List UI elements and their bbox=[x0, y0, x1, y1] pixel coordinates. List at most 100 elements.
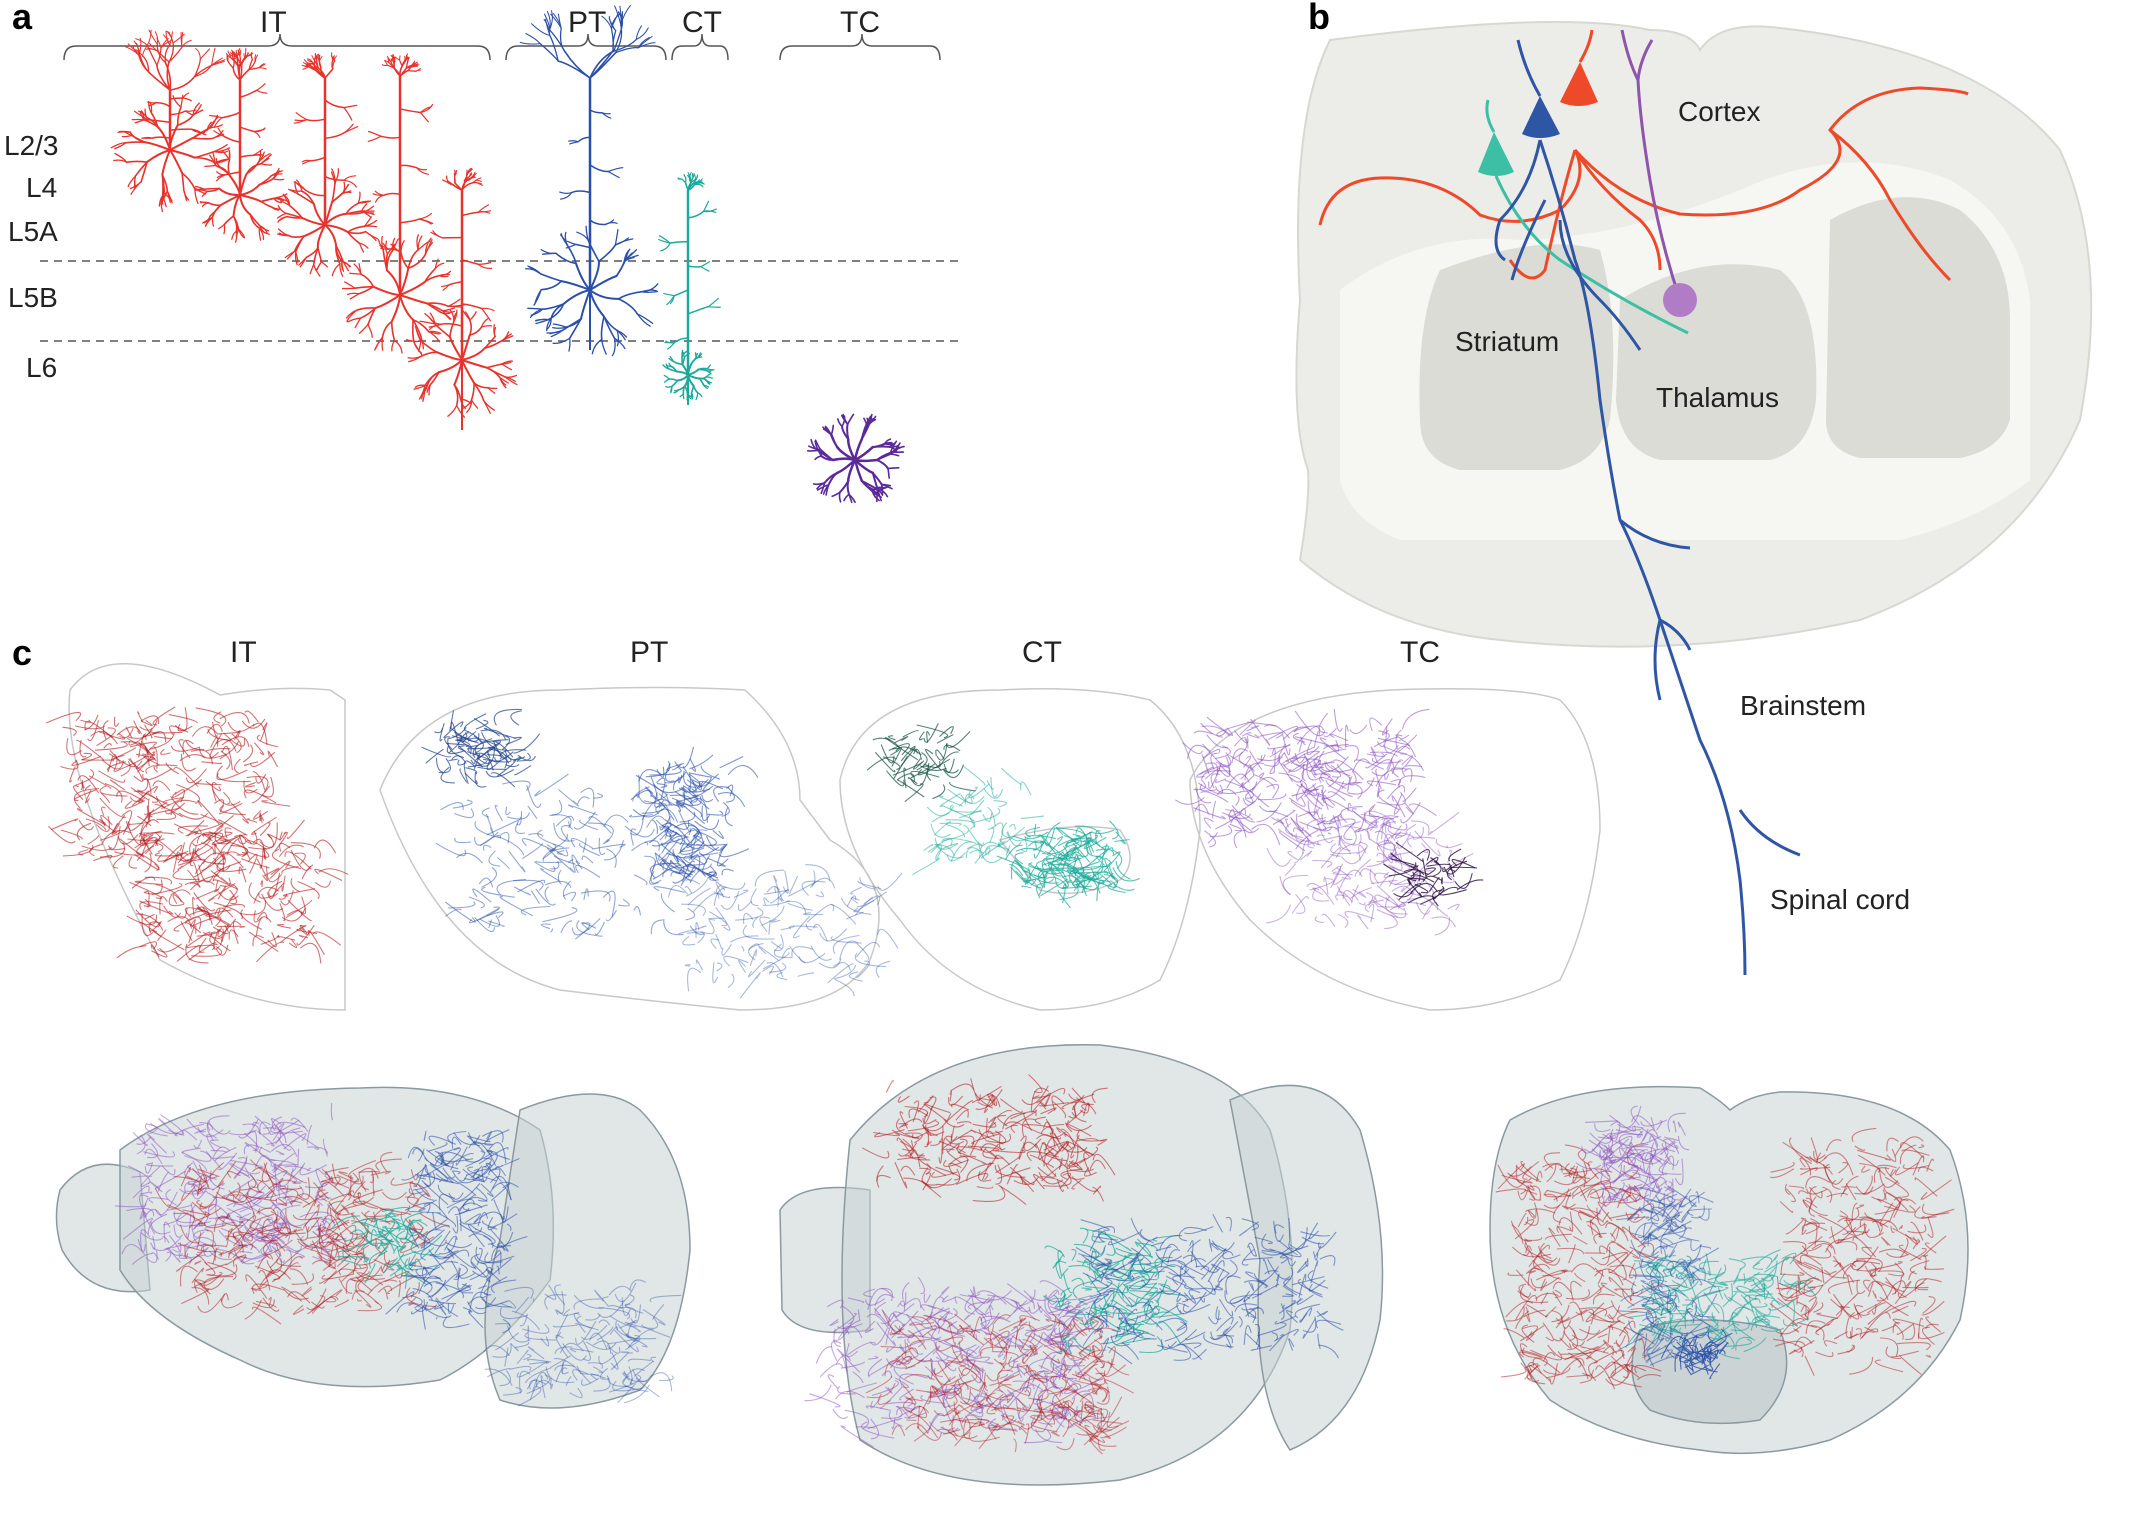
it-axon-trace bbox=[272, 882, 285, 897]
it-neuron-l5b-basal bbox=[424, 239, 433, 255]
it-neuron-l4-basal bbox=[239, 173, 248, 196]
pt-axon-trace bbox=[468, 896, 485, 909]
it-neuron-l4-oblique bbox=[253, 127, 266, 133]
pt-axon-trace bbox=[481, 867, 498, 888]
it-neuron-l5b-basal bbox=[344, 281, 356, 289]
pt-axon-trace bbox=[533, 861, 556, 872]
pt-axon-trace bbox=[517, 754, 537, 762]
pt-axon-trace bbox=[793, 916, 811, 939]
tc-axon-trace bbox=[1321, 789, 1334, 809]
ct-axon-trace bbox=[923, 723, 939, 743]
ct-axon-trace bbox=[891, 747, 903, 767]
it-neuron-l4-tuft bbox=[229, 52, 237, 58]
tc-axon-trace bbox=[1355, 784, 1363, 800]
ct-axon-trace bbox=[1021, 885, 1032, 889]
pt-neuron-basal bbox=[580, 289, 591, 320]
tc-axon-trace bbox=[1386, 745, 1411, 770]
pt-axon-trace bbox=[583, 888, 589, 900]
pt-axon-trace bbox=[535, 888, 556, 906]
sagittal-tc-trace bbox=[284, 1165, 311, 1172]
pt-axon-trace bbox=[454, 808, 475, 819]
ct-axon-trace bbox=[1009, 863, 1024, 877]
ct-axon-trace bbox=[866, 756, 897, 771]
pt-axon-trace bbox=[513, 886, 531, 896]
pt-neuron-oblique bbox=[574, 243, 591, 249]
pt-axon-trace bbox=[773, 943, 793, 959]
ct-axon-trace bbox=[1107, 883, 1126, 894]
pt-axon-trace bbox=[875, 960, 891, 979]
tc-axon-trace bbox=[1250, 718, 1271, 746]
it-axon-trace bbox=[172, 869, 200, 881]
it-axon-trace bbox=[260, 880, 263, 888]
tc-axon-trace bbox=[1414, 830, 1441, 857]
sagittal-it-trace bbox=[252, 1306, 282, 1325]
tc-neuron-dendrite bbox=[853, 437, 864, 462]
sagittal-it-trace bbox=[259, 1232, 278, 1245]
it-axon-trace bbox=[185, 740, 205, 751]
it-neuron-l5b-tuft bbox=[390, 58, 394, 63]
pt-axon-trace bbox=[493, 708, 522, 726]
sagittal-tc-trace bbox=[149, 1181, 163, 1193]
pt-axon-trace bbox=[472, 888, 492, 903]
pt-axon-trace bbox=[485, 813, 495, 836]
it-axon-trace bbox=[113, 716, 120, 727]
pt-axon-trace bbox=[833, 962, 851, 971]
it-neuron-l6-basal bbox=[470, 399, 479, 409]
tc-axon-trace bbox=[1282, 874, 1309, 896]
it-neuron-l4-basal bbox=[270, 170, 283, 177]
ct-axon-trace bbox=[1075, 884, 1098, 891]
it-axon-trace bbox=[88, 775, 112, 789]
it-neuron-l5a-basal bbox=[358, 242, 365, 253]
pt-axon-trace bbox=[850, 897, 860, 904]
pt-axon-trace bbox=[665, 762, 675, 782]
pt-axon-trace bbox=[848, 971, 863, 982]
pt-axon-trace bbox=[588, 815, 612, 834]
it-neuron-l23-oblique bbox=[182, 92, 190, 99]
pt-apical-dendrite bbox=[1516, 39, 1542, 97]
it-neuron-l5a-basal bbox=[345, 211, 364, 215]
tc-axon-trace bbox=[1300, 783, 1324, 807]
ct-axon-trace bbox=[1087, 836, 1107, 851]
it-axon-trace bbox=[267, 833, 281, 841]
ct-axon-trace bbox=[1034, 823, 1037, 835]
tc-axon-trace bbox=[1249, 764, 1255, 775]
pt-axon-trace bbox=[475, 719, 489, 730]
ct-axon-trace bbox=[966, 843, 983, 850]
sagittal-it-trace bbox=[208, 1263, 238, 1277]
sagittal-tc-trace bbox=[217, 1152, 238, 1171]
pt-neuron-basal bbox=[603, 315, 616, 339]
pt-axon-trace bbox=[696, 843, 726, 846]
pt-axon-trace bbox=[672, 849, 680, 863]
pt-axon-trace bbox=[739, 972, 761, 999]
tc-axon-trace bbox=[1399, 734, 1410, 742]
tc-axon-trace bbox=[1341, 847, 1367, 865]
tc-axon-trace bbox=[1360, 813, 1378, 832]
it-axon-trace bbox=[189, 919, 196, 927]
it-neuron-l5b-basal bbox=[390, 294, 401, 323]
it-axon-trace bbox=[227, 721, 255, 733]
it-axon-trace bbox=[84, 714, 99, 731]
it-neuron-l5a-oblique bbox=[294, 119, 308, 122]
it-neuron-l23-basal bbox=[168, 124, 179, 151]
pt-axon-trace bbox=[776, 971, 788, 981]
it-axon-trace bbox=[137, 815, 152, 827]
sagittal-tc-trace bbox=[307, 1146, 329, 1154]
tc-neuron-dendrite bbox=[838, 479, 850, 494]
pt-axon-trace bbox=[546, 847, 575, 873]
tc-soma bbox=[1663, 283, 1697, 317]
it-neuron-l23-tuft bbox=[211, 60, 225, 66]
pt-axon-trace bbox=[768, 919, 771, 935]
tc-neuron-dendrite bbox=[838, 491, 842, 503]
it-neuron-l5b-basal bbox=[349, 293, 360, 300]
pt-axon-trace bbox=[646, 815, 665, 828]
tc-axon-trace bbox=[1321, 913, 1336, 927]
it-axon-trace bbox=[150, 944, 160, 958]
it-neuron-l5a-basal bbox=[334, 168, 340, 184]
sagittal-it-trace bbox=[316, 1244, 339, 1262]
it-axon-trace bbox=[165, 762, 180, 775]
pt-neuron-oblique bbox=[568, 140, 579, 143]
it-neuron-l6-basal bbox=[424, 371, 440, 387]
it-axon-trace bbox=[223, 732, 246, 747]
it-neuron-l5a-basal bbox=[331, 168, 336, 184]
